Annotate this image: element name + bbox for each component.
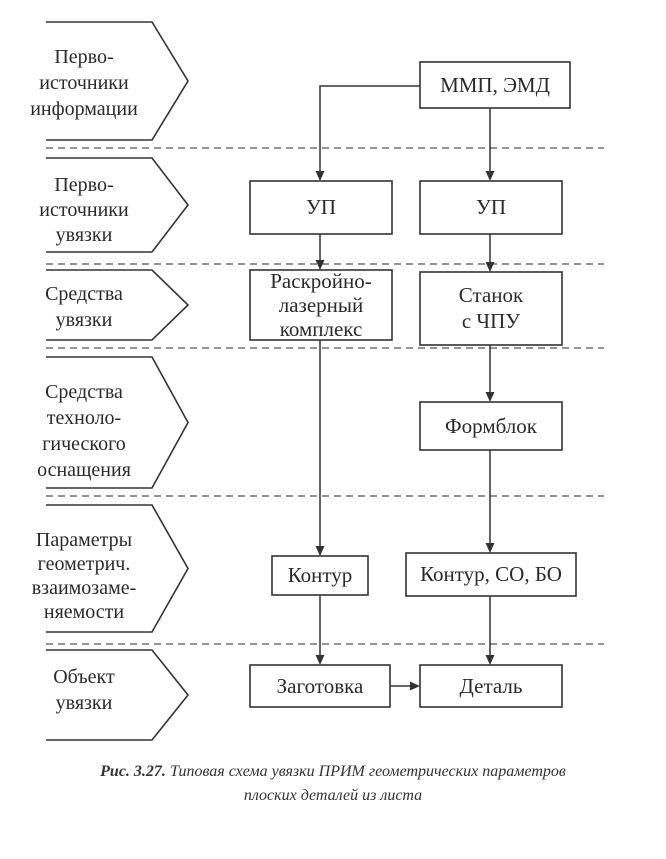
box-contour-right-label: Контур, СО, БО <box>420 562 562 586</box>
stage-arrow: Перво-источники увязки <box>39 157 190 253</box>
stage-arrow: Объект увязки <box>46 649 190 741</box>
box-mmp-emd: ММП, ЭМД <box>419 61 571 109</box>
stage-label-line: Перво- <box>54 46 113 68</box>
box-contour-left: Контур <box>271 555 369 596</box>
stage-arrows: Перво-источникиинформацииПерво-источники… <box>30 21 190 741</box>
box-up-right-label: УП <box>476 195 506 219</box>
flow-arrow <box>485 596 495 665</box>
box-formblock-label: Формблок <box>445 414 538 438</box>
stage-label-line: геометрич. <box>38 553 131 575</box>
flow-arrow <box>315 234 325 270</box>
stage-label-line: источники <box>39 72 129 94</box>
box-laser-complex-frame <box>249 269 393 341</box>
box-up-left: УП <box>249 180 393 235</box>
box-contour-left-label: Контур <box>288 563 353 587</box>
stage-label-line: Перво- <box>54 174 113 196</box>
stage-label-line: Средства <box>45 381 123 403</box>
stage-separators <box>46 147 604 645</box>
box-cnc-machine-label: с ЧПУ <box>462 309 520 333</box>
figure-caption: Рис. 3.27. Типовая схема увязки ПРИМ гео… <box>0 760 666 808</box>
stage-arrow: Средства техноло-гического оснащения <box>37 356 189 489</box>
box-laser-complex-label: комплекс <box>280 317 363 341</box>
box-mmp-emd-frame <box>419 61 571 109</box>
flow-arrow <box>315 340 325 556</box>
box-blank: Заготовка <box>249 664 391 708</box>
stage-label-line: источники <box>39 199 129 221</box>
stage-label-line: увязки <box>56 309 113 331</box>
box-up-right-frame <box>419 180 563 235</box>
flow-arrow <box>485 108 495 181</box>
box-part: Деталь <box>419 664 563 708</box>
flow-arrow <box>315 85 420 181</box>
stage-arrow-shape <box>46 504 189 633</box>
box-contour-right: Контур, СО, БО <box>405 552 577 597</box>
flow-connectors <box>315 85 495 691</box>
stage-arrow-shape <box>46 649 190 741</box>
flow-arrow <box>485 234 495 272</box>
box-laser-complex-label: Раскройно- <box>270 269 372 293</box>
box-cnc-machine-frame <box>419 271 563 346</box>
flow-arrow <box>390 681 420 691</box>
stage-arrow-shape <box>46 157 190 253</box>
stage-label-line: Объект <box>53 666 115 688</box>
stage-arrow: Перво-источники информации <box>30 21 189 141</box>
stage-label-line: Средства <box>45 283 123 305</box>
box-up-left-frame <box>249 180 393 235</box>
stage-arrow-shape <box>46 356 189 489</box>
box-mmp-emd-label: ММП, ЭМД <box>440 73 550 97</box>
box-up-left-label: УП <box>306 195 336 219</box>
stage-label-line: Параметры <box>36 529 132 551</box>
stage-label-line: увязки <box>56 224 113 246</box>
stage-label-line: техноло- <box>47 407 121 429</box>
box-up-right: УП <box>419 180 563 235</box>
figure-number: Рис. 3.27. <box>100 763 166 780</box>
box-contour-right-frame <box>405 552 577 597</box>
box-contour-left-frame <box>271 555 369 596</box>
stage-label-line: взаимозаме- <box>32 577 137 599</box>
box-part-frame <box>419 664 563 708</box>
stage-arrow-shape <box>46 269 190 341</box>
stage-label-line: оснащения <box>37 459 131 481</box>
stage-arrow-shape <box>46 21 189 141</box>
box-blank-label: Заготовка <box>277 674 364 698</box>
box-cnc-machine-label: Станок <box>459 283 524 307</box>
box-part-label: Деталь <box>460 674 523 698</box>
caption-line-2: плоских деталей из листа <box>243 787 423 804</box>
flow-arrow <box>485 450 495 553</box>
box-laser-complex-label: лазерный <box>279 293 364 317</box>
caption-line-1: Типовая схема увязки ПРИМ геометрических… <box>169 763 566 780</box>
flow-arrow <box>315 595 325 665</box>
stage-arrow: Средства увязки <box>45 269 190 341</box>
workflow-diagram: Перво-источникиинформацииПерво-источники… <box>30 21 604 741</box>
box-formblock: Формблок <box>419 401 563 451</box>
stage-label-line: няемости <box>44 601 125 623</box>
flow-arrow <box>485 345 495 402</box>
stage-label-line: увязки <box>56 692 113 714</box>
stage-label-line: информации <box>30 98 138 120</box>
stage-label-line: гического <box>42 433 126 455</box>
box-formblock-frame <box>419 401 563 451</box>
box-blank-frame <box>249 664 391 708</box>
